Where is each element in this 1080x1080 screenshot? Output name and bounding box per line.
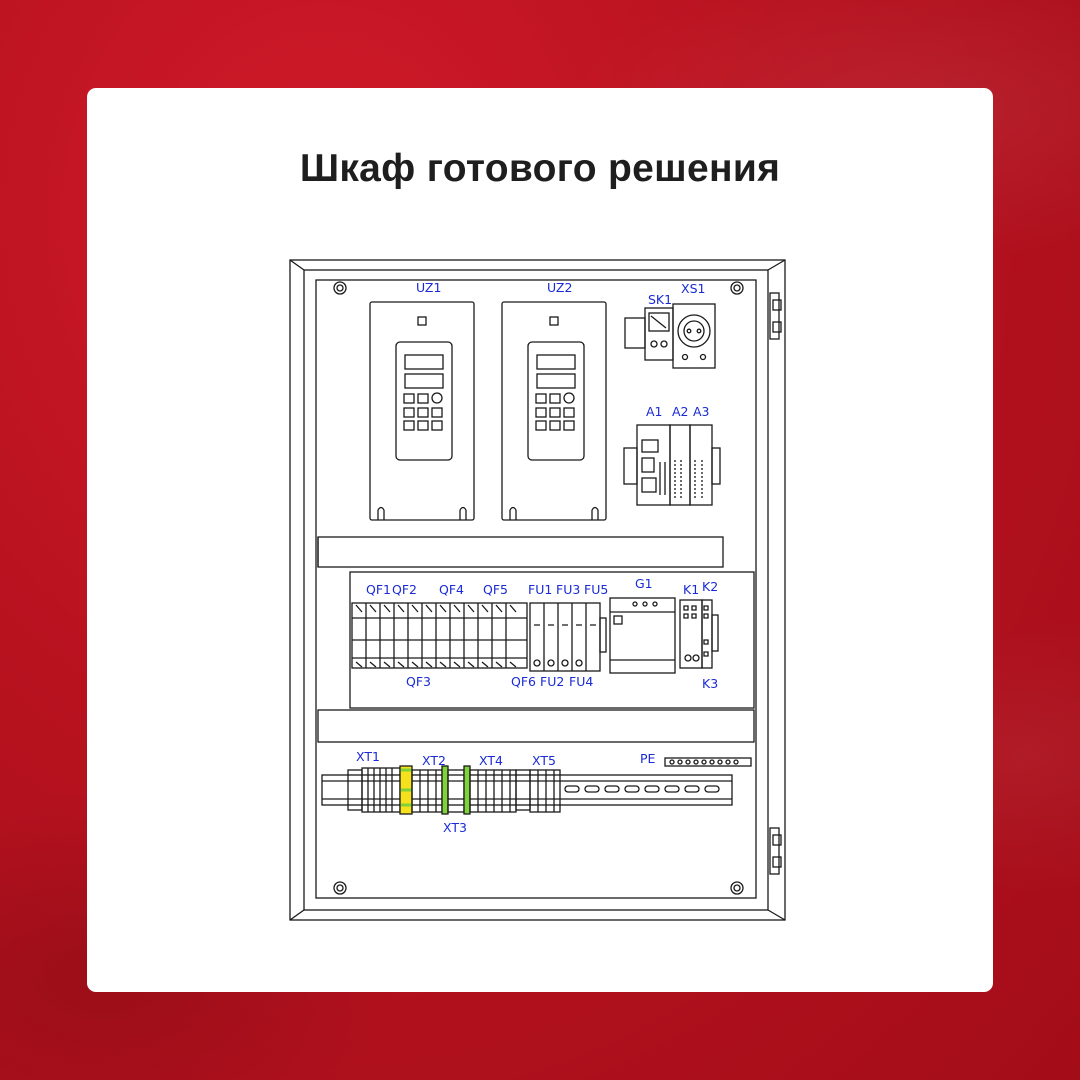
label-uz2: UZ2 (547, 280, 572, 295)
label-pe: PE (640, 751, 656, 766)
cabinet-enclosure (289, 259, 786, 921)
relays-k (679, 599, 719, 669)
label-xt5: XT5 (532, 753, 556, 768)
label-sk1: SK1 (648, 292, 672, 307)
label-fu5: FU5 (584, 582, 608, 597)
fuses-fu (529, 602, 607, 672)
label-fu1: FU1 (528, 582, 552, 597)
mounting-rails (317, 536, 755, 743)
socket-xs1 (672, 303, 716, 369)
page-title: Шкаф готового решения (299, 147, 781, 190)
label-xt3: XT3 (443, 820, 467, 835)
label-a1: A1 (646, 404, 663, 419)
label-xt2: XT2 (422, 753, 446, 768)
label-qf1: QF1 (366, 582, 391, 597)
label-fu3: FU3 (556, 582, 580, 597)
thermostat-sk1 (624, 307, 674, 361)
din-rail (321, 774, 733, 806)
label-fu2: FU2 (540, 674, 564, 689)
label-qf2: QF2 (392, 582, 417, 597)
circuit-breakers-qf (351, 602, 528, 669)
label-a2: A2 (672, 404, 689, 419)
label-k1: K1 (683, 582, 699, 597)
label-qf3: QF3 (406, 674, 431, 689)
frequency-converter-uz2 (501, 301, 607, 521)
door-hinges (769, 292, 782, 875)
pe-busbar (664, 757, 752, 767)
content-card (87, 88, 993, 992)
label-xs1: XS1 (681, 281, 705, 296)
component-labels: UZ1 UZ2 SK1 XS1 A1 A2 A3 QF1 QF2 QF4 QF5… (356, 280, 718, 835)
label-qf4: QF4 (439, 582, 464, 597)
label-k2: K2 (702, 579, 718, 594)
label-qf5: QF5 (483, 582, 508, 597)
label-a3: A3 (693, 404, 710, 419)
power-supply-g1 (609, 597, 676, 674)
plc-modules-a1-a3 (623, 424, 721, 506)
frequency-converter-uz1 (369, 301, 475, 521)
label-fu4: FU4 (569, 674, 593, 689)
label-qf6: QF6 (511, 674, 536, 689)
label-k3: K3 (702, 676, 718, 691)
mounting-screws (333, 281, 744, 895)
terminal-block-xt (347, 765, 561, 815)
label-uz1: UZ1 (416, 280, 441, 295)
label-xt4: XT4 (479, 753, 503, 768)
label-xt1: XT1 (356, 749, 380, 764)
label-g1: G1 (635, 576, 653, 591)
